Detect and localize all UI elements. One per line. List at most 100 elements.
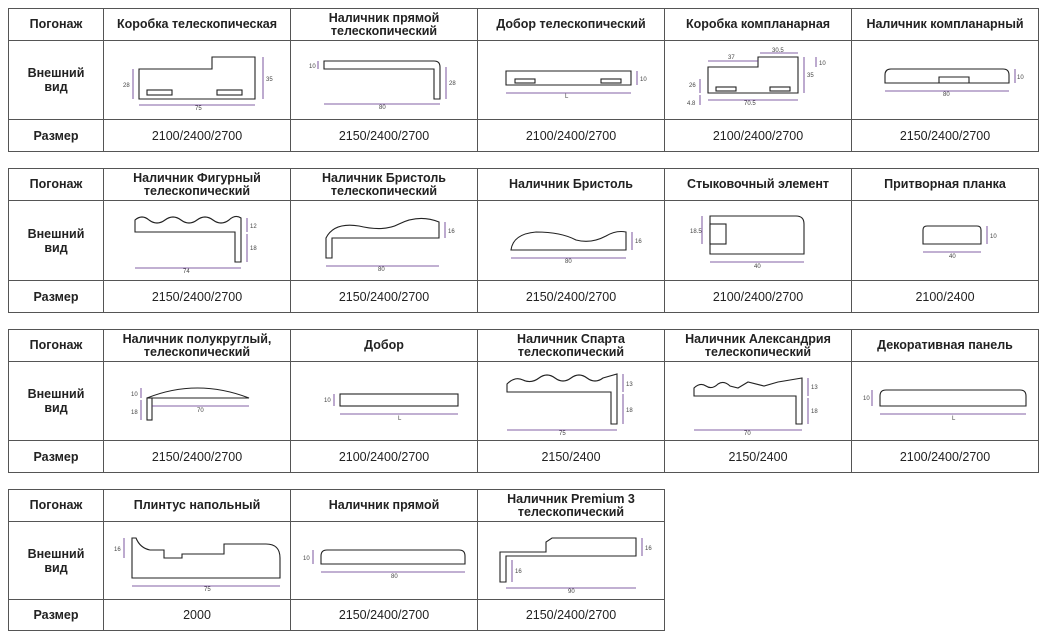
dimension-label: 10	[324, 398, 331, 404]
profile-drawing-cell: 80 16	[477, 200, 665, 281]
size-value: 2150/2400/2700	[851, 119, 1039, 152]
dimension-label: 10	[309, 64, 316, 70]
profile-drawing-cell: L 10	[290, 361, 478, 441]
dimension-label: 75	[559, 431, 566, 437]
joining-element-drawing: 40 18.5	[690, 214, 805, 270]
coplanar-box-drawing: 37 30.5 70.5 35 26 4.8 10	[687, 48, 826, 107]
profile-drawing-cell: 80 10	[290, 521, 478, 600]
row-label-type: Погонаж	[8, 489, 104, 522]
dimension-label: 16	[515, 569, 522, 575]
profile-table-2: Погонаж Наличник Фигурный телескопически…	[8, 168, 1039, 313]
profile-drawing-cell: 75 28 35	[103, 40, 291, 120]
size-value: 2100/2400/2700	[290, 440, 478, 473]
product-name: Наличник Бристоль	[477, 168, 665, 201]
dimension-label: 37	[728, 55, 735, 61]
profile-drawing-cell: 74 12 18	[103, 200, 291, 281]
dimension-label: 10	[1017, 75, 1024, 81]
product-name: Наличник прямой телескопический	[290, 8, 478, 41]
size-value: 2150/2400/2700	[290, 119, 478, 152]
straight-casing-drawing: 80 10	[303, 548, 466, 580]
dimension-label: 4.8	[687, 101, 696, 107]
alexandria-casing-telescopic-drawing: 70 13 18	[693, 377, 818, 437]
dimension-label: 28	[449, 81, 456, 87]
row-label-size: Размер	[8, 599, 104, 631]
size-value: 2000	[103, 599, 291, 631]
dimension-label: 40	[754, 264, 761, 270]
telescopic-box-profile-drawing: 75 28 35	[123, 56, 273, 112]
profile-drawing-cell: L 10	[851, 361, 1039, 441]
size-value: 2100/2400	[851, 280, 1039, 313]
profile-drawing-cell: 40 10	[851, 200, 1039, 281]
bristol-casing-telescopic-drawing: 80 16	[325, 217, 455, 273]
dimension-label: 75	[195, 106, 202, 112]
dimension-label: 16	[114, 547, 121, 553]
product-name: Наличник прямой	[290, 489, 478, 522]
product-name: Добор телескопический	[477, 8, 665, 41]
dimension-label: 18.5	[690, 229, 702, 235]
profile-drawing-cell: 70 13 18	[664, 361, 852, 441]
dimension-label: 75	[204, 587, 211, 593]
dimension-label: 35	[807, 73, 814, 79]
product-name: Коробка компланарная	[664, 8, 852, 41]
size-value: 2100/2400/2700	[477, 119, 665, 152]
dimension-label: 80	[565, 259, 572, 265]
straight-casing-telescopic-drawing: 80 10 28	[309, 60, 456, 111]
product-name: Добор	[290, 329, 478, 362]
profile-drawing-cell: 40 18.5	[664, 200, 852, 281]
dimension-label: 26	[689, 83, 696, 89]
row-label-size: Размер	[8, 440, 104, 473]
product-name: Наличник Бристоль телескопический	[290, 168, 478, 201]
dimension-label: 10	[303, 556, 310, 562]
size-value: 2150/2400/2700	[477, 599, 665, 631]
profile-table-4: Погонаж Плинтус напольный Наличник прямо…	[8, 489, 665, 631]
profile-drawing-cell: 70 10 18	[103, 361, 291, 441]
dimension-label: 10	[131, 392, 138, 398]
size-value: 2150/2400	[477, 440, 665, 473]
product-name: Наличник Александрия телескопический	[664, 329, 852, 362]
row-label-size: Размер	[8, 119, 104, 152]
product-name: Притворная планка	[851, 168, 1039, 201]
product-name: Коробка телескопическая	[103, 8, 291, 41]
dimension-label: 70	[744, 431, 751, 437]
profile-drawing-cell: 75 16	[103, 521, 291, 600]
sparta-casing-telescopic-drawing: 75 13 18	[506, 373, 633, 437]
dimension-label: 13	[811, 385, 818, 391]
dimension-label: 10	[990, 234, 997, 240]
profile-drawing-cell: 37 30.5 70.5 35 26 4.8 10	[664, 40, 852, 120]
dimension-label: 16	[448, 229, 455, 235]
product-name: Декоративная панель	[851, 329, 1039, 362]
size-value: 2150/2400/2700	[290, 280, 478, 313]
dimension-label: 80	[379, 105, 386, 111]
product-name: Наличник Premium 3 телескопический	[477, 489, 665, 522]
product-name: Наличник Фигурный телескопический	[103, 168, 291, 201]
dimension-label: 13	[626, 382, 633, 388]
figured-casing-telescopic-drawing: 74 12 18	[134, 215, 257, 275]
extension-drawing: L 10	[324, 393, 459, 422]
size-value: 2100/2400/2700	[664, 280, 852, 313]
dimension-label: 70.5	[744, 101, 756, 107]
dimension-label: 16	[645, 546, 652, 552]
dimension-label: 28	[123, 83, 130, 89]
row-label-type: Погонаж	[8, 168, 104, 201]
half-round-casing-drawing: 70 10 18	[131, 387, 250, 421]
dimension-label: 80	[378, 267, 385, 273]
dimension-label: 10	[863, 396, 870, 402]
dimension-label: 18	[811, 409, 818, 415]
product-name: Наличник полукруглый, телескопический	[103, 329, 291, 362]
profile-drawing-cell: 90 16 16	[477, 521, 665, 600]
dimension-label: 70	[197, 408, 204, 414]
size-value: 2150/2400/2700	[103, 280, 291, 313]
floor-skirting-drawing: 75 16	[114, 536, 281, 593]
dimension-label: 10	[819, 61, 826, 67]
row-label-size: Размер	[8, 280, 104, 313]
dimension-label: L	[952, 416, 956, 422]
dimension-label: L	[565, 94, 569, 100]
dimension-label: 90	[568, 589, 575, 595]
dimension-label: L	[398, 416, 402, 422]
dimension-label: 74	[183, 269, 190, 275]
profile-drawing-cell: L 10	[477, 40, 665, 120]
dimension-label: 16	[635, 239, 642, 245]
